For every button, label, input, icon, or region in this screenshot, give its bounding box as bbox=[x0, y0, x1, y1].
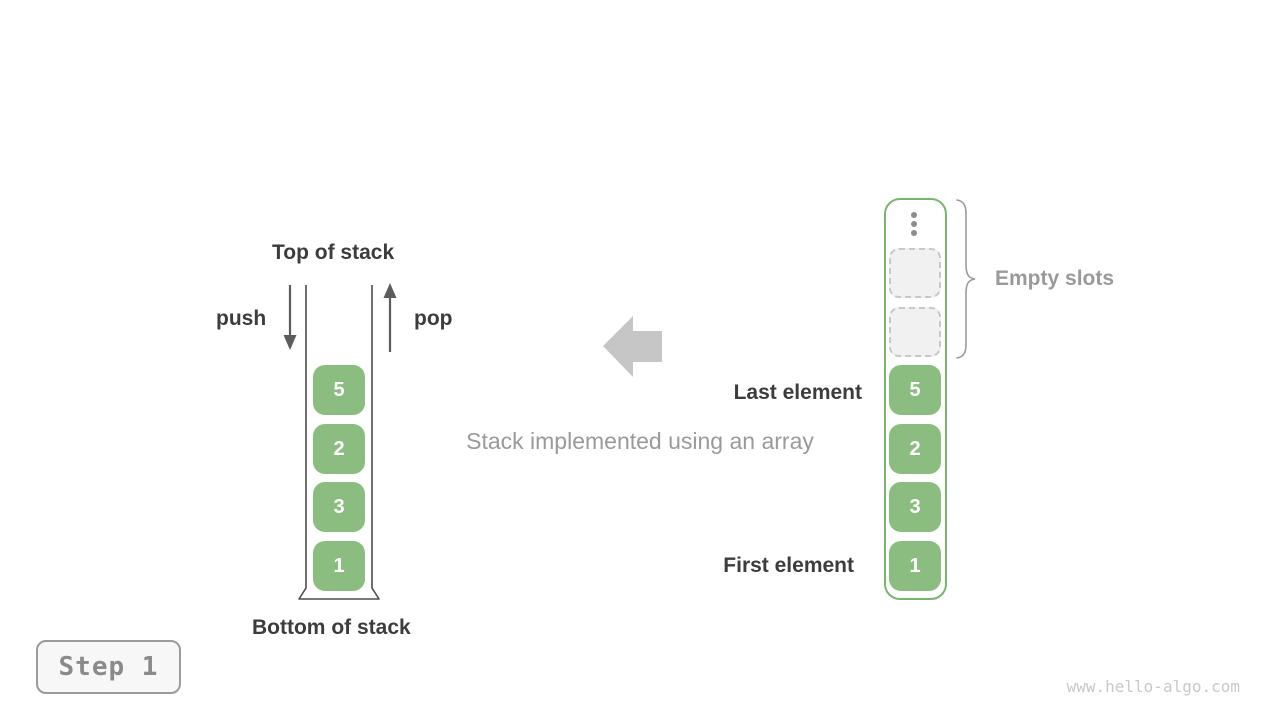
stack-cell: 2 bbox=[313, 424, 365, 474]
empty-slot bbox=[889, 248, 941, 298]
dot bbox=[911, 230, 917, 236]
left-block-arrow-icon bbox=[603, 316, 662, 377]
dot bbox=[911, 221, 917, 227]
empty-slots-brace bbox=[956, 199, 976, 359]
array-cell: 5 bbox=[889, 365, 941, 415]
watermark: www.hello-algo.com bbox=[1066, 677, 1240, 696]
ellipsis-dots-icon bbox=[911, 212, 917, 236]
stack-cell: 5 bbox=[313, 365, 365, 415]
step-badge: Step 1 bbox=[36, 640, 181, 694]
push-arrow-icon bbox=[283, 285, 297, 350]
stack-cell: 1 bbox=[313, 541, 365, 591]
empty-slots-label: Empty slots bbox=[995, 267, 1115, 290]
pop-label: pop bbox=[414, 307, 453, 330]
array-cell: 3 bbox=[889, 482, 941, 532]
stack-cell: 3 bbox=[313, 482, 365, 532]
bottom-of-stack-label: Bottom of stack bbox=[252, 616, 411, 639]
figure-caption: Stack implemented using an array bbox=[466, 428, 814, 454]
pop-arrow-icon bbox=[383, 283, 397, 352]
dot bbox=[911, 212, 917, 218]
array-cell: 1 bbox=[889, 541, 941, 591]
last-element-label: Last element bbox=[733, 381, 862, 404]
array-cell: 2 bbox=[889, 424, 941, 474]
push-label: push bbox=[216, 307, 267, 330]
empty-slot bbox=[889, 307, 941, 357]
top-of-stack-label: Top of stack bbox=[272, 241, 395, 264]
first-element-label: First element bbox=[723, 554, 854, 577]
